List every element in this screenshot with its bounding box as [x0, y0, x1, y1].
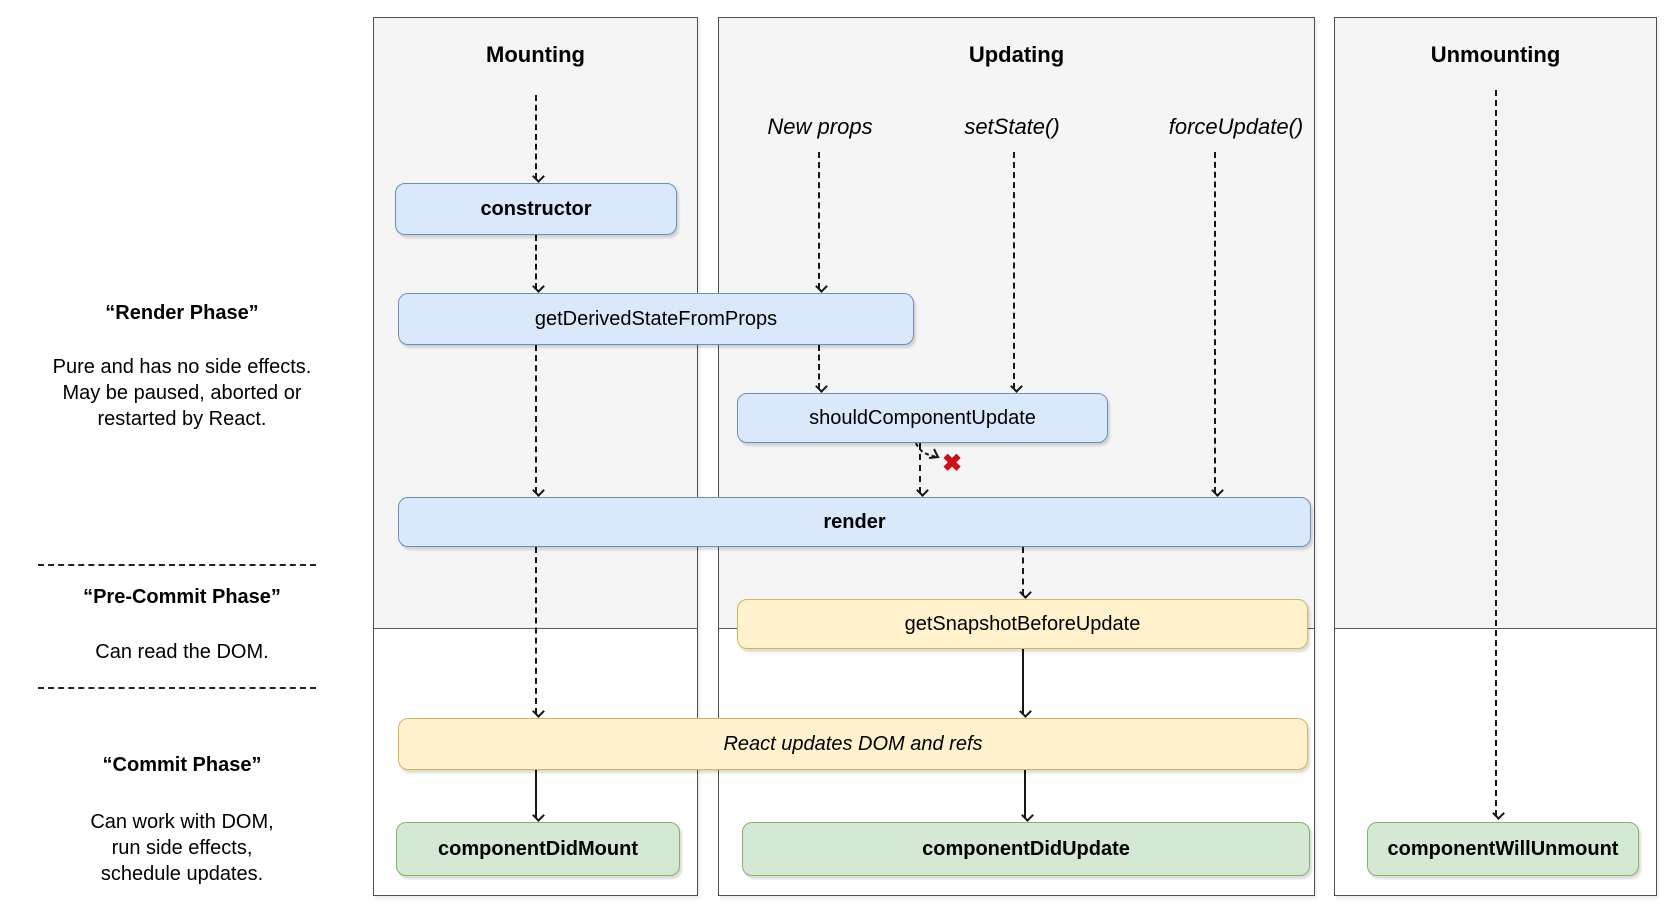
shouldcomponentupdate-box: shouldComponentUpdate [737, 393, 1108, 443]
new-props-label: New props [767, 114, 873, 139]
description-line: restarted by React. [97, 408, 267, 430]
phase-divider [38, 687, 316, 689]
commit-phase-description: Can work with DOM, run side effects, sch… [32, 809, 332, 887]
arrow-constructor-to-getderivedstate [535, 235, 537, 289]
description-line: May be paused, aborted or [62, 382, 302, 404]
commit-phase-title: “Commit Phase” [102, 754, 262, 776]
componentdidmount-box: componentDidMount [396, 822, 680, 876]
arrow-reactupdates-to-didmount [535, 770, 537, 818]
description-line: Can read the DOM. [95, 641, 269, 663]
arrow-getderivedstate-to-shouldupdate [818, 345, 820, 389]
arrow-setstate-to-shouldupdate [1013, 152, 1015, 389]
arrow-render-to-reactupdates [535, 547, 537, 714]
arrow-mount-start [535, 95, 537, 179]
arrow-newprops-to-getderivedstate [818, 152, 820, 289]
updating-header: Updating [968, 42, 1065, 67]
pre-commit-phase-title: “Pre-Commit Phase” [83, 586, 281, 608]
react-updates-dom-box: React updates DOM and refs [398, 718, 1308, 770]
arrow-forceupdate-to-render [1214, 152, 1216, 493]
phase-divider [38, 564, 316, 566]
arrow-unmount [1495, 90, 1497, 816]
unmounting-header: Unmounting [1430, 42, 1561, 67]
setstate-label: setState() [964, 114, 1060, 139]
description-line: Pure and has no side effects. [52, 356, 312, 378]
arrow-getderivedstate-to-render [535, 345, 537, 493]
constructor-box: constructor [395, 183, 677, 235]
render-phase-description: Pure and has no side effects. May be pau… [32, 354, 332, 432]
description-line: schedule updates. [100, 863, 264, 885]
arrow-render-to-getsnapshot [1022, 547, 1024, 595]
branch-arrow [915, 442, 940, 459]
forceupdate-label: forceUpdate() [1168, 114, 1304, 139]
description-line: run side effects, [111, 837, 253, 859]
description-line: Can work with DOM, [90, 811, 274, 833]
mounting-header: Mounting [486, 42, 585, 67]
arrow-reactupdates-to-didupdate [1024, 770, 1026, 818]
componentdidupdate-box: componentDidUpdate [742, 822, 1310, 876]
render-phase-title: “Render Phase” [105, 302, 259, 324]
pre-commit-phase-description: Can read the DOM. [32, 639, 332, 665]
x-mark-icon: ✖ [941, 450, 963, 477]
arrow-shouldupdate-to-render [919, 443, 921, 493]
render-box: render [398, 497, 1311, 547]
componentwillunmount-box: componentWillUnmount [1367, 822, 1639, 876]
getderivedstatefromprops-box: getDerivedStateFromProps [398, 293, 914, 345]
getsnapshotbeforeupdate-box: getSnapshotBeforeUpdate [737, 599, 1308, 649]
arrow-getsnapshot-to-reactupdates [1022, 649, 1024, 714]
